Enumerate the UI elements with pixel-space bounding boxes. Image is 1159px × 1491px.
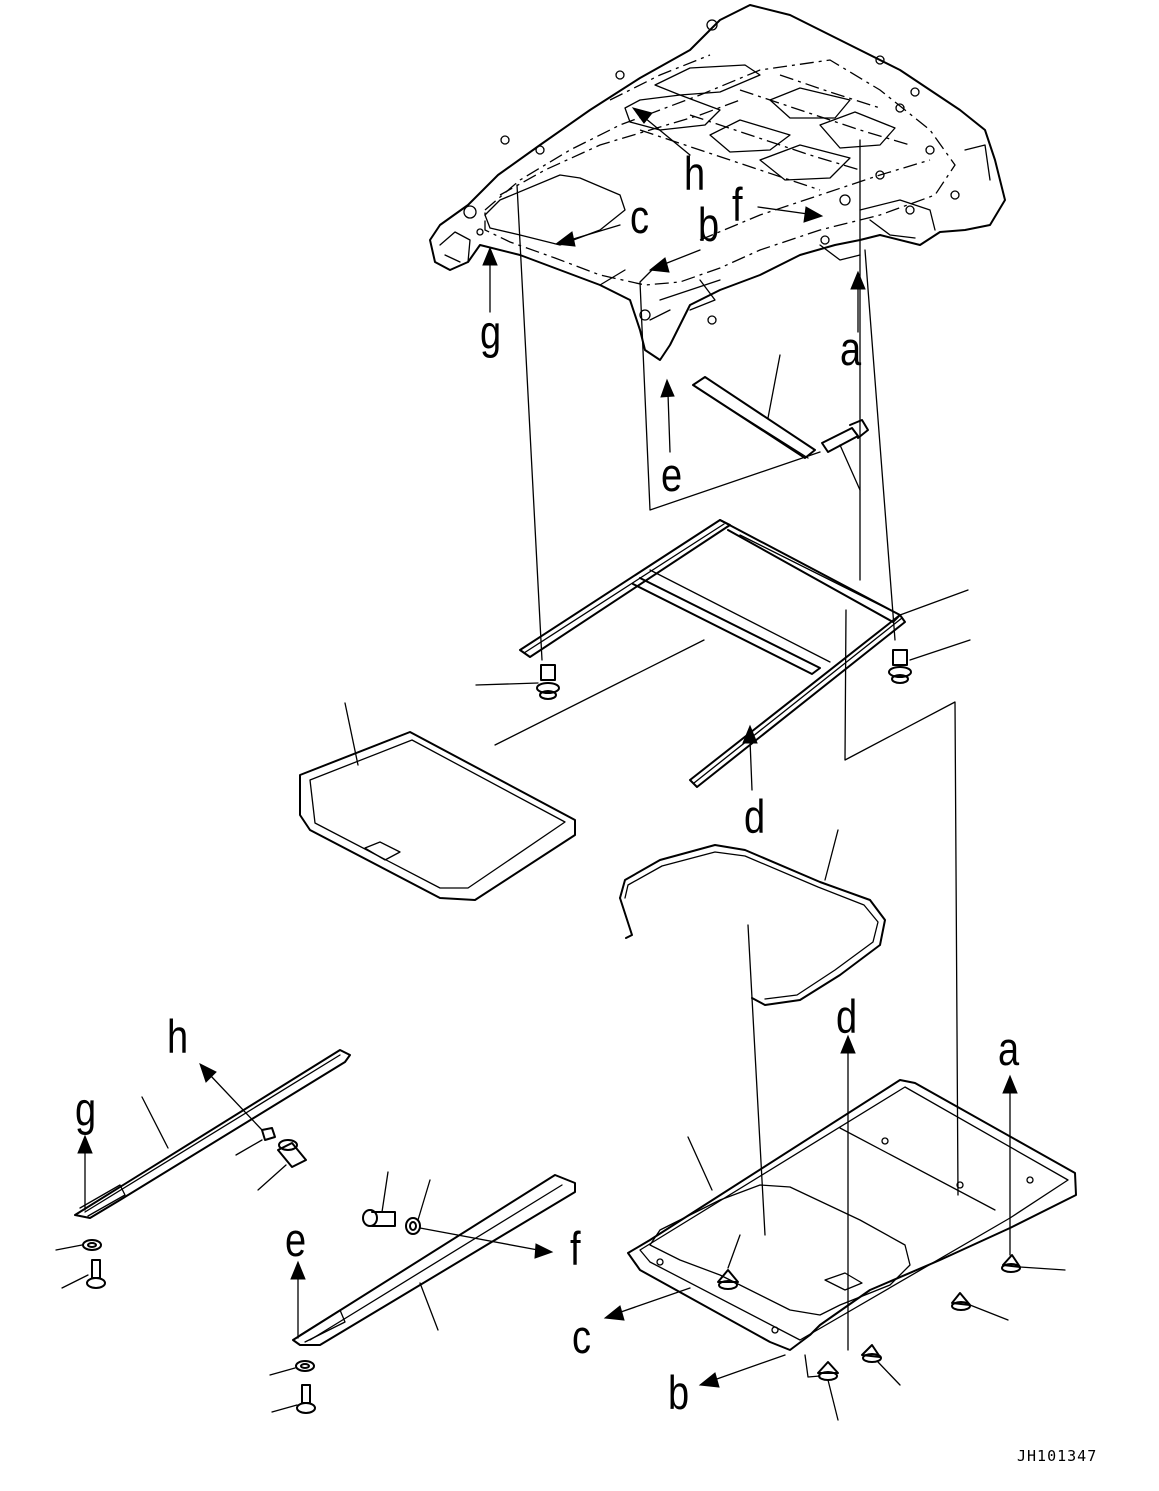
roof-seal (619, 829, 886, 1006)
arrow-d-mid (742, 724, 758, 791)
label-d-mid: d (744, 791, 765, 844)
liner-arrows (603, 1034, 1018, 1388)
glass-frame (519, 519, 969, 788)
label-d-bottom: d (836, 991, 857, 1044)
label-f-top: f (732, 179, 743, 232)
label-h-bottom: h (167, 1011, 188, 1064)
drawing-code: JH101347 (1017, 1447, 1097, 1465)
frame-bolt-right (888, 639, 971, 684)
frame-bolt-left (475, 664, 560, 700)
label-e-top: e (661, 449, 682, 502)
label-g-top: g (480, 306, 501, 359)
right-rail-arrow (290, 1260, 306, 1339)
roof-strip (692, 354, 816, 459)
label-f-bottom: f (570, 1223, 581, 1276)
label-e-bottom: e (285, 1214, 306, 1267)
left-rail-bolt (235, 1127, 307, 1191)
labels: h c b f g a e d d a h g e f c b (75, 148, 1019, 1420)
liner-clips (717, 1234, 1066, 1421)
reference-lines (494, 139, 959, 1236)
left-rail-fasteners (55, 1239, 106, 1289)
left-rail-arrows (77, 1063, 263, 1211)
glass-pane (299, 702, 576, 901)
cab-roof (429, 4, 1006, 361)
bolt-top (821, 419, 869, 491)
label-a-top: a (840, 323, 861, 376)
left-rail (74, 1049, 351, 1219)
label-c-bottom: c (572, 1311, 591, 1364)
label-g-bottom: g (75, 1083, 96, 1136)
right-rail-fasteners (269, 1360, 316, 1414)
right-rail-bolt (362, 1171, 554, 1259)
label-c-top: c (630, 191, 649, 244)
right-rail (292, 1174, 576, 1346)
label-a-bottom: a (998, 1023, 1019, 1076)
roof-liner (627, 1079, 1077, 1351)
label-b-top: b (698, 199, 719, 252)
label-b-bottom: b (668, 1367, 689, 1420)
label-h-top: h (684, 148, 705, 201)
top-arrows (482, 107, 866, 453)
